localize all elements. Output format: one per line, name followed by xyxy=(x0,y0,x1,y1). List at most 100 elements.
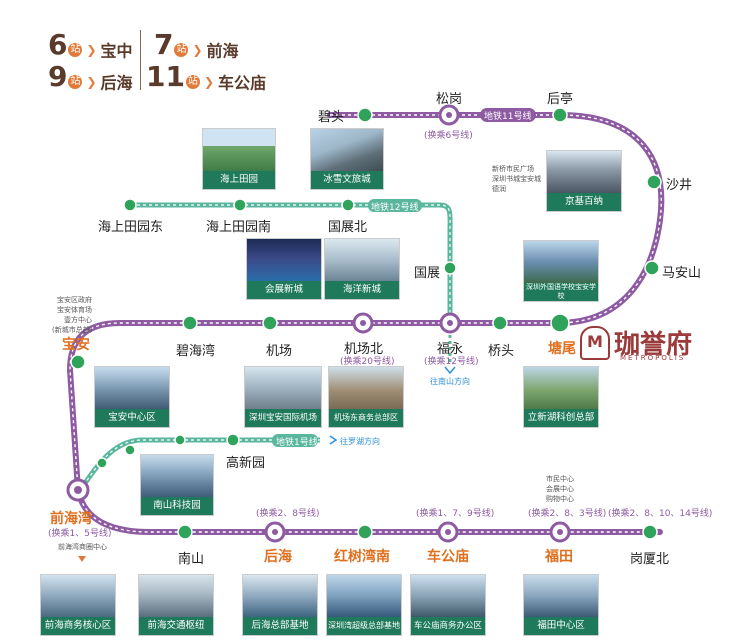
legend-zhan: 站 xyxy=(174,42,189,57)
photo-jichangdong: 机场东商务总部区 xyxy=(328,366,404,428)
photo-caption: 后海总部基地 xyxy=(243,617,317,635)
station-qianhaiwan-note: (换乘1、5号线) xyxy=(48,529,112,539)
legend-divider xyxy=(140,30,141,90)
note-futian: 市民中心 会展中心 购物中心 xyxy=(546,474,574,504)
station-jichangbei: 机场北 xyxy=(344,342,384,357)
station-bitou: 碧头 xyxy=(318,110,345,125)
photo-caption: 深圳外国语学校宝安学校 xyxy=(524,283,598,301)
legend-zhan: 站 xyxy=(68,74,83,89)
photo-caption: 前海商务核心区 xyxy=(41,617,115,635)
photo-shenzhenwan: 深圳湾超级总部基地 xyxy=(326,574,402,636)
photo-lixinhu: 立新湖科创总部 xyxy=(523,366,599,428)
note-line: 德润 xyxy=(492,185,506,193)
station-guozhan: 国展 xyxy=(414,266,441,281)
note-line: 市民中心 xyxy=(546,475,574,483)
note-qianhai: 前海湾商圈中心 xyxy=(58,543,107,551)
photo-caption: 深圳湾超级总部基地 xyxy=(327,617,401,635)
station-chegongmiao: 车公庙 xyxy=(427,549,469,565)
station-songgang: 松岗 xyxy=(436,92,463,107)
photo-caption: 冰雪文旅城 xyxy=(311,171,383,189)
note-line: 深圳书城宝安城 xyxy=(492,175,541,183)
legend-count: 11 xyxy=(146,60,185,93)
photo-caption: 福田中心区 xyxy=(524,617,598,635)
note-line: (新城市总部) xyxy=(52,326,93,334)
photo-houhai: 后海总部基地 xyxy=(242,574,318,636)
photo-chegongmiao: 车公庙商务办公区 xyxy=(410,574,486,636)
brand-name: 珈誉府 xyxy=(614,330,693,360)
photo-caption: 立新湖科创总部 xyxy=(524,409,598,427)
photo-caption: 南山科技园 xyxy=(141,497,213,515)
photo-caption: 海洋新城 xyxy=(325,281,399,299)
note-xinqiao: 新桥市民广场 深圳书城宝安城 德润 xyxy=(492,164,541,194)
note-line: 会展中心 xyxy=(546,485,574,493)
brand-en: METROPOLIS xyxy=(620,354,686,362)
station-baoan: 宝安 xyxy=(62,337,90,353)
chevron-right-icon: ❯ xyxy=(86,42,97,57)
line-12-route xyxy=(125,202,453,323)
station-guozhanbei: 国展北 xyxy=(328,220,368,235)
photo-baoanzhongxinqu: 宝安中心区 xyxy=(94,366,170,428)
photo-nanshankejiyuan: 南山科技园 xyxy=(140,454,214,516)
photo-haishangtianyuan: 海上田园 xyxy=(202,128,276,190)
station-houhai-note: (换乘2、8号线) xyxy=(256,509,320,519)
chevron-right-icon: ❯ xyxy=(203,74,215,89)
note-line: 宝安体育场 xyxy=(57,306,92,314)
station-jichangbei-note: (换乘20号线) xyxy=(340,357,395,367)
photo-futianzhongxin: 福田中心区 xyxy=(523,574,599,636)
photo-huizhanxincheng: 会展新城 xyxy=(246,238,322,300)
station-gaoxinyuan: 高新园 xyxy=(226,456,266,471)
photo-caption: 宝安中心区 xyxy=(95,409,169,427)
legend-target: 前海 xyxy=(206,41,239,61)
legend-target: 后海 xyxy=(100,73,133,93)
station-fuyong-note: (换乘12号线) xyxy=(424,357,479,367)
photo-caption: 深圳宝安国际机场 xyxy=(245,409,321,427)
to-nanshan-label: 往南山方向 xyxy=(430,377,470,386)
station-shajing: 沙井 xyxy=(666,178,693,193)
line-1-label: 地铁1号线 xyxy=(276,438,318,448)
station-nanshan: 南山 xyxy=(178,552,205,567)
note-line: 壹方中心 xyxy=(64,316,92,324)
photo-haiyangxincheng: 海洋新城 xyxy=(324,238,400,300)
line-12-label: 地铁12号线 xyxy=(371,203,419,213)
station-songgang-note: (换乘6号线) xyxy=(424,131,473,141)
station-qianhaiwan: 前海湾 xyxy=(50,511,92,527)
legend-target: 车公庙 xyxy=(218,73,267,93)
station-jichang: 机场 xyxy=(266,344,293,359)
station-haishangtianyuandong: 海上田园东 xyxy=(98,220,164,235)
station-hongshuwannan: 红树湾南 xyxy=(334,549,390,565)
station-tangwei: 塘尾 xyxy=(548,341,576,357)
photo-qianhaijiaotong: 前海交通枢纽 xyxy=(138,574,214,636)
photo-waiguoyu: 深圳外国语学校宝安学校 xyxy=(523,240,599,302)
photo-bingxuewenlvcheng: 冰雪文旅城 xyxy=(310,128,384,190)
photo-jichang: 深圳宝安国际机场 xyxy=(244,366,322,428)
brand-mark-icon: M xyxy=(580,326,610,360)
note-line: 购物中心 xyxy=(546,495,574,503)
photo-qianhaishangwu: 前海商务核心区 xyxy=(40,574,116,636)
chevron-right-icon: ❯ xyxy=(86,74,97,89)
station-houting: 后亭 xyxy=(547,92,574,107)
photo-caption: 海上田园 xyxy=(203,171,275,189)
to-luohu-label: 往罗湖方向 xyxy=(340,437,380,446)
legend-zhan: 站 xyxy=(185,74,200,89)
station-futian: 福田 xyxy=(545,549,573,565)
legend-count: 9 xyxy=(48,60,68,93)
photo-caption: 机场东商务总部区 xyxy=(329,409,403,427)
legend-count: 7 xyxy=(154,28,174,61)
note-baoan: 宝安区政府 宝安体育场 壹方中心 (新城市总部) xyxy=(52,295,92,335)
line-11-label: 地铁11号线 xyxy=(484,112,532,122)
photo-jingjibaina: 京基百纳 xyxy=(546,150,622,212)
note-line: 宝安区政府 xyxy=(57,296,92,304)
station-futian-note: (换乘2、8、3号线) xyxy=(528,509,607,519)
photo-caption: 车公庙商务办公区 xyxy=(411,617,485,635)
legend-count: 6 xyxy=(48,28,68,61)
station-chegongmiao-note: (换乘1、7、9号线) xyxy=(416,509,495,519)
station-bihaiwan: 碧海湾 xyxy=(176,344,216,359)
photo-caption: 前海交通枢纽 xyxy=(139,617,213,635)
station-qiaotou: 桥头 xyxy=(488,344,515,359)
note-line: 新桥市民广场 xyxy=(492,165,534,173)
